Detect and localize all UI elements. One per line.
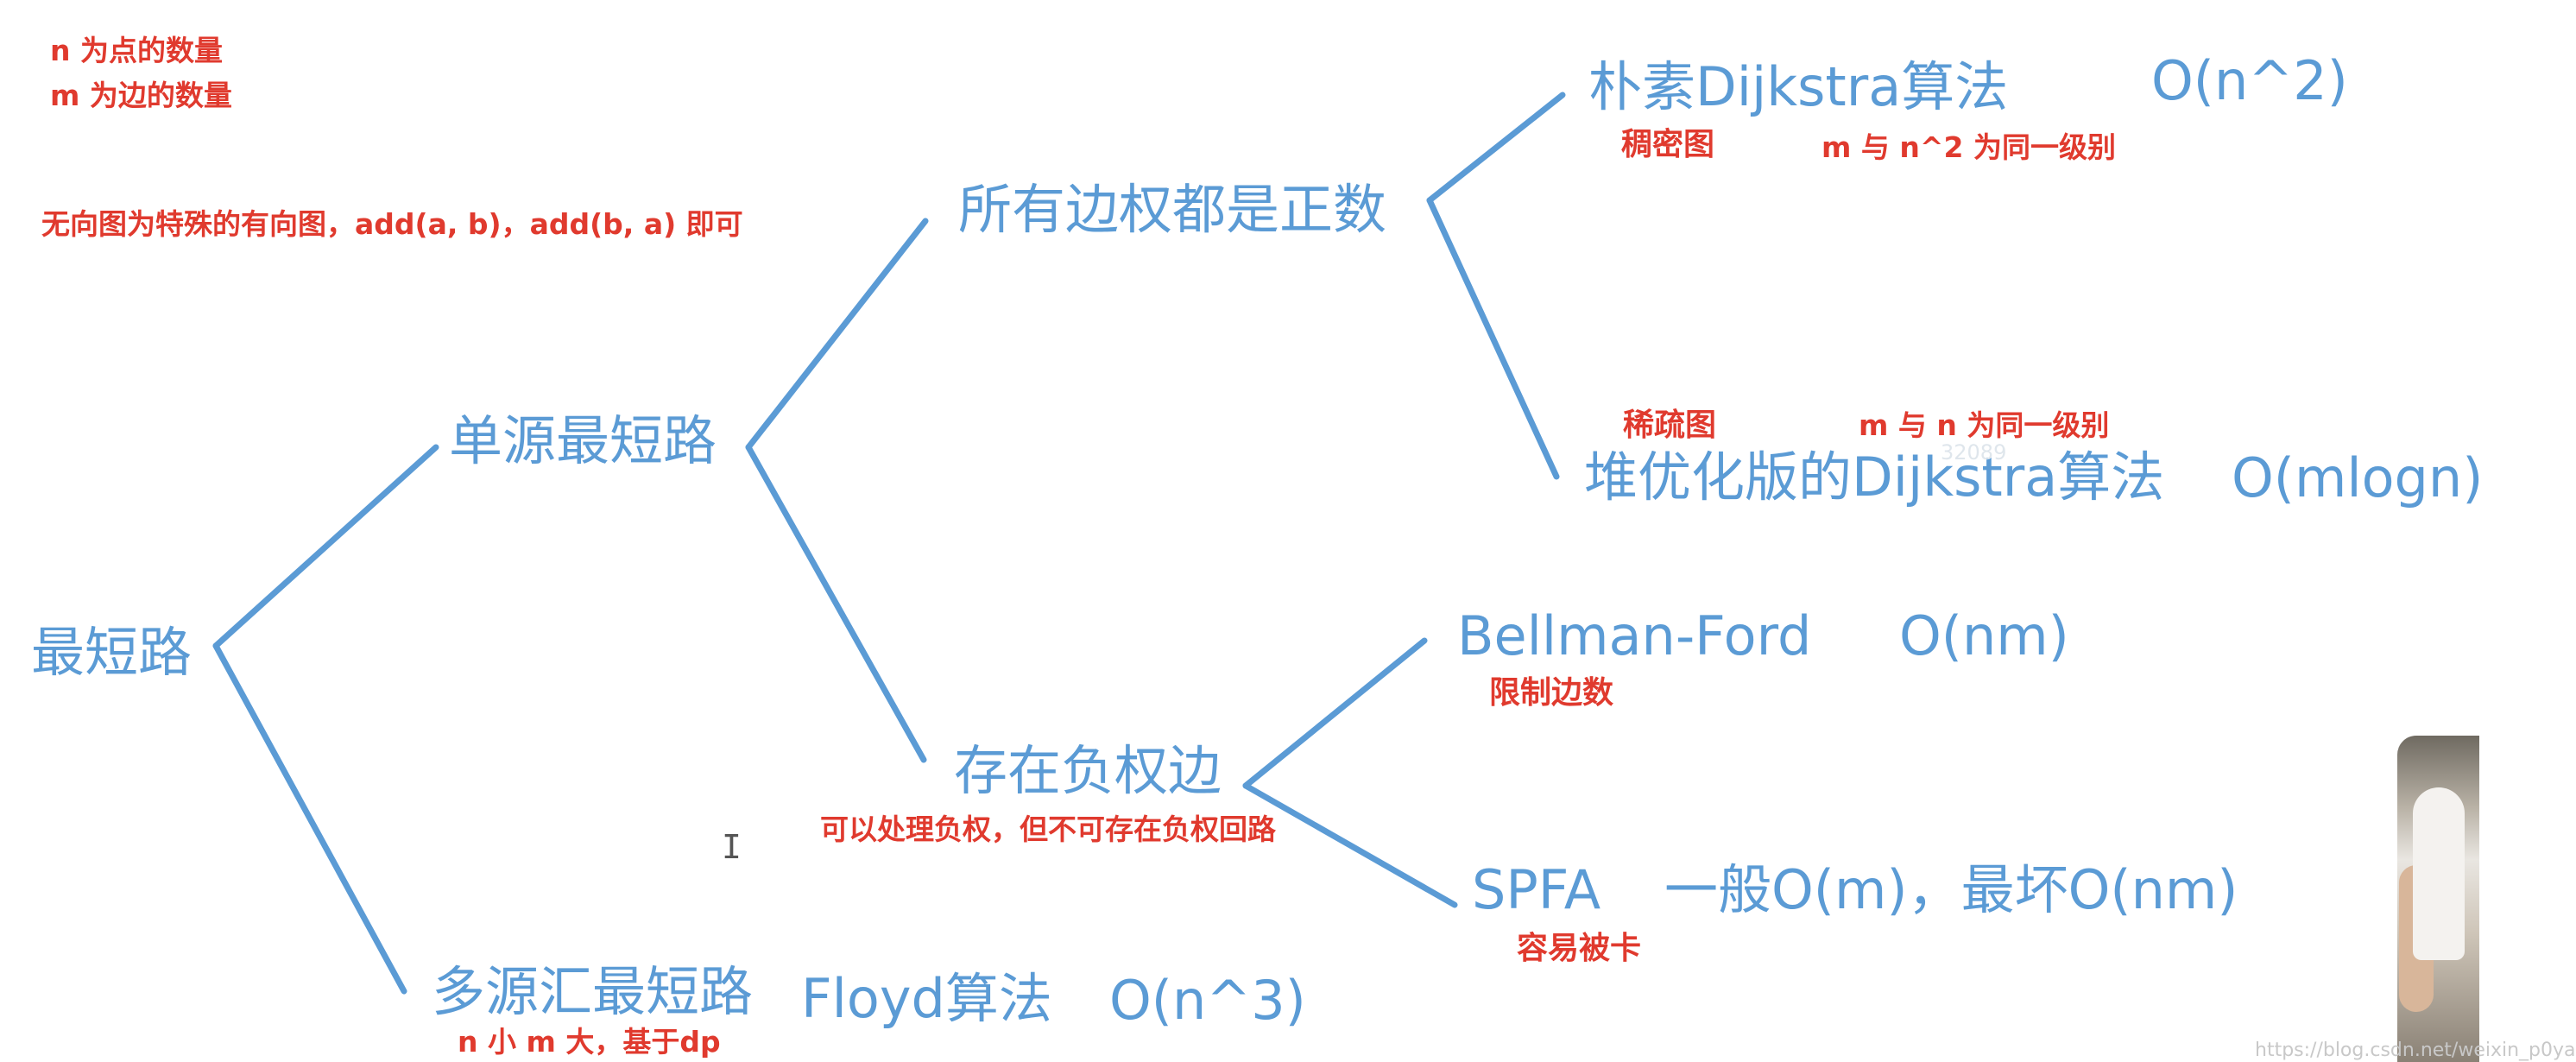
note-spfa-easily-hacked: 容易被卡 (1517, 931, 1642, 966)
branch-positive-to-heap-dijkstra (1426, 197, 1560, 480)
note-sparse-relation: m 与 n 为同一级别 (1859, 408, 2110, 442)
node-spfa: SPFA (1472, 858, 1601, 921)
node-root-shortest-path: 最短路 (31, 621, 193, 684)
node-negative-edges: 存在负权边 (954, 739, 1222, 802)
note-dense-relation: m 与 n^2 为同一级别 (1822, 130, 2116, 164)
note-m-definition: m 为边的数量 (50, 79, 232, 112)
branch-root-to-multi-source (212, 642, 407, 995)
node-multi-source: 多源汇最短路 (432, 960, 754, 1023)
text-cursor-icon: I (722, 828, 742, 866)
branch-single-source-to-positive (745, 218, 929, 451)
node-floyd: Floyd算法 (801, 967, 1052, 1030)
node-heap-dijkstra: 堆优化版的Dijkstra算法 (1584, 446, 2165, 509)
note-bellman-ford-limit: 限制边数 (1489, 675, 1614, 711)
note-sparse-graph: 稀疏图 (1623, 408, 1717, 443)
branch-negative-to-bellman-ford (1242, 637, 1428, 789)
watermark-center: 32089 (1941, 440, 2007, 465)
note-dense-graph: 稠密图 (1621, 127, 1715, 162)
note-negative-handling: 可以处理负权，但不可存在负权回路 (820, 812, 1276, 846)
note-undirected-graph: 无向图为特殊的有向图，add(a, b)，add(b, a) 即可 (41, 207, 743, 241)
complexity-naive-dijkstra: O(n^2) (2151, 49, 2348, 112)
node-all-positive-weights: 所有边权都是正数 (958, 178, 1387, 241)
complexity-spfa: 一般O(m)，最坏O(nm) (1664, 858, 2238, 921)
note-n-definition: n 为点的数量 (50, 34, 223, 67)
branch-negative-to-spfa (1242, 782, 1458, 908)
complexity-floyd: O(n^3) (1109, 969, 1306, 1032)
webcam-overlay (2397, 736, 2479, 1062)
note-floyd-conditions: n 小 m 大，基于dp (458, 1025, 721, 1059)
branch-root-to-single-source (212, 444, 439, 649)
node-naive-dijkstra: 朴素Dijkstra算法 (1588, 55, 2009, 118)
complexity-bellman-ford: O(nm) (1899, 604, 2069, 667)
node-bellman-ford: Bellman-Ford (1457, 604, 1812, 667)
complexity-heap-dijkstra: O(mlogn) (2232, 446, 2484, 509)
shortest-path-diagram: n 为点的数量 m 为边的数量 无向图为特殊的有向图，add(a, b)，add… (31, 34, 2576, 1062)
branch-single-source-to-negative (745, 444, 927, 763)
webcam-person-shirt (2413, 787, 2465, 960)
node-single-source: 单源最短路 (449, 409, 717, 472)
branch-positive-to-naive-dijkstra (1426, 92, 1566, 204)
watermark-url: https://blog.csdn.net/weixin_p0ya (2255, 1040, 2576, 1061)
branch-lines (212, 92, 1566, 995)
